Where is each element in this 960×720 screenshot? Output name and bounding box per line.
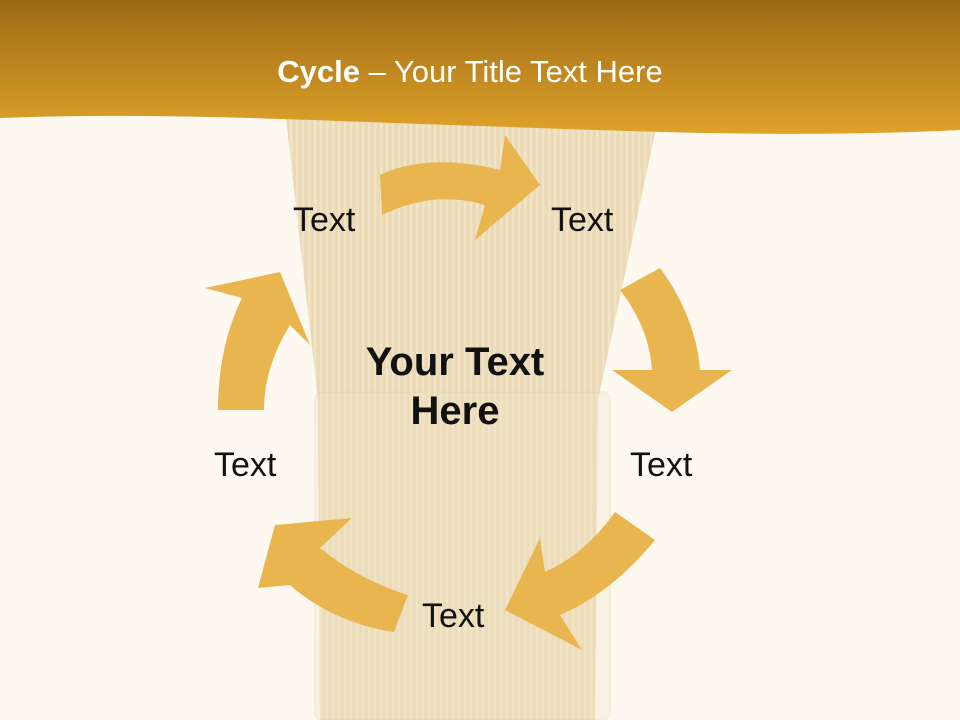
title-banner — [0, 0, 960, 134]
title-bold: Cycle — [277, 54, 360, 89]
center-line-2: Here — [410, 388, 500, 433]
cycle-arrows — [205, 135, 732, 650]
arrow-right-lower — [505, 512, 655, 650]
arrow-left-upper — [205, 272, 310, 410]
node-label-top-left: Text — [293, 201, 356, 239]
arrow-left-lower — [258, 518, 408, 632]
node-label-bottom: Text — [422, 597, 485, 635]
node-label-right: Text — [630, 446, 693, 484]
title-rest: – Your Title Text Here — [360, 54, 663, 89]
center-line-1: Your Text — [365, 340, 545, 384]
center-text: Your Text Here — [325, 338, 585, 436]
slide-title: Cycle – Your Title Text Here — [0, 54, 940, 90]
arrow-right-upper — [612, 268, 732, 412]
node-label-top-right: Text — [551, 201, 614, 239]
node-label-left: Text — [214, 446, 277, 484]
arrow-top — [380, 135, 540, 240]
